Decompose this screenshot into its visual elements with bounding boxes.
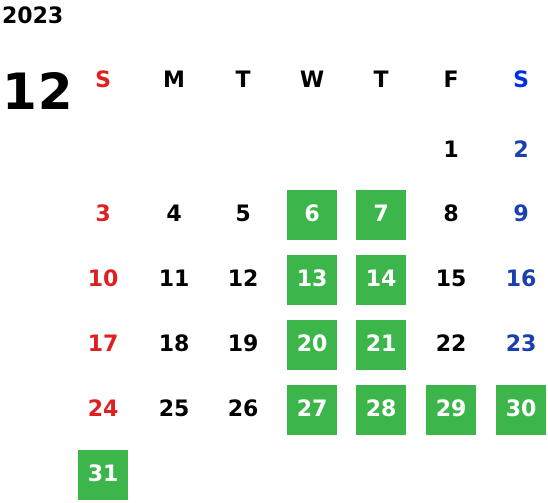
year-label: 2023 (2, 4, 64, 29)
day-cell-13[interactable]: 13 (287, 255, 337, 305)
day-cell-30[interactable]: 30 (496, 385, 546, 435)
day-cell-25[interactable]: 25 (158, 397, 190, 422)
day-cell-18[interactable]: 18 (158, 332, 190, 357)
day-cell-3[interactable]: 3 (95, 202, 111, 227)
day-cell-26[interactable]: 26 (227, 397, 259, 422)
day-cell-21[interactable]: 21 (356, 320, 406, 370)
day-cell-14[interactable]: 14 (356, 255, 406, 305)
day-cell-29[interactable]: 29 (426, 385, 476, 435)
day-cell-19[interactable]: 19 (227, 332, 259, 357)
day-cell-5[interactable]: 5 (235, 202, 251, 227)
day-cell-9[interactable]: 9 (513, 202, 529, 227)
day-cell-16[interactable]: 16 (505, 267, 537, 292)
day-cell-10[interactable]: 10 (87, 267, 119, 292)
weekday-header-tuesday: T (235, 68, 251, 93)
weekday-header-monday: M (163, 68, 185, 93)
day-cell-7[interactable]: 7 (356, 190, 406, 240)
day-cell-20[interactable]: 20 (287, 320, 337, 370)
weekday-header-thursday: T (373, 68, 389, 93)
day-cell-17[interactable]: 17 (87, 332, 119, 357)
day-cell-11[interactable]: 11 (158, 267, 190, 292)
weekday-header-friday: F (443, 68, 459, 93)
day-cell-31[interactable]: 31 (78, 450, 128, 500)
day-cell-1[interactable]: 1 (443, 138, 459, 163)
weekday-header-wednesday: W (299, 68, 325, 93)
day-cell-6[interactable]: 6 (287, 190, 337, 240)
day-cell-8[interactable]: 8 (443, 202, 459, 227)
day-cell-24[interactable]: 24 (87, 397, 119, 422)
day-cell-2[interactable]: 2 (513, 138, 529, 163)
day-cell-23[interactable]: 23 (505, 332, 537, 357)
weekday-header-saturday: S (513, 68, 529, 93)
day-cell-28[interactable]: 28 (356, 385, 406, 435)
day-cell-12[interactable]: 12 (227, 267, 259, 292)
day-cell-22[interactable]: 22 (435, 332, 467, 357)
day-cell-15[interactable]: 15 (435, 267, 467, 292)
weekday-header-sunday: S (95, 68, 111, 93)
day-cell-27[interactable]: 27 (287, 385, 337, 435)
month-label: 12 (2, 63, 74, 121)
day-cell-4[interactable]: 4 (166, 202, 182, 227)
